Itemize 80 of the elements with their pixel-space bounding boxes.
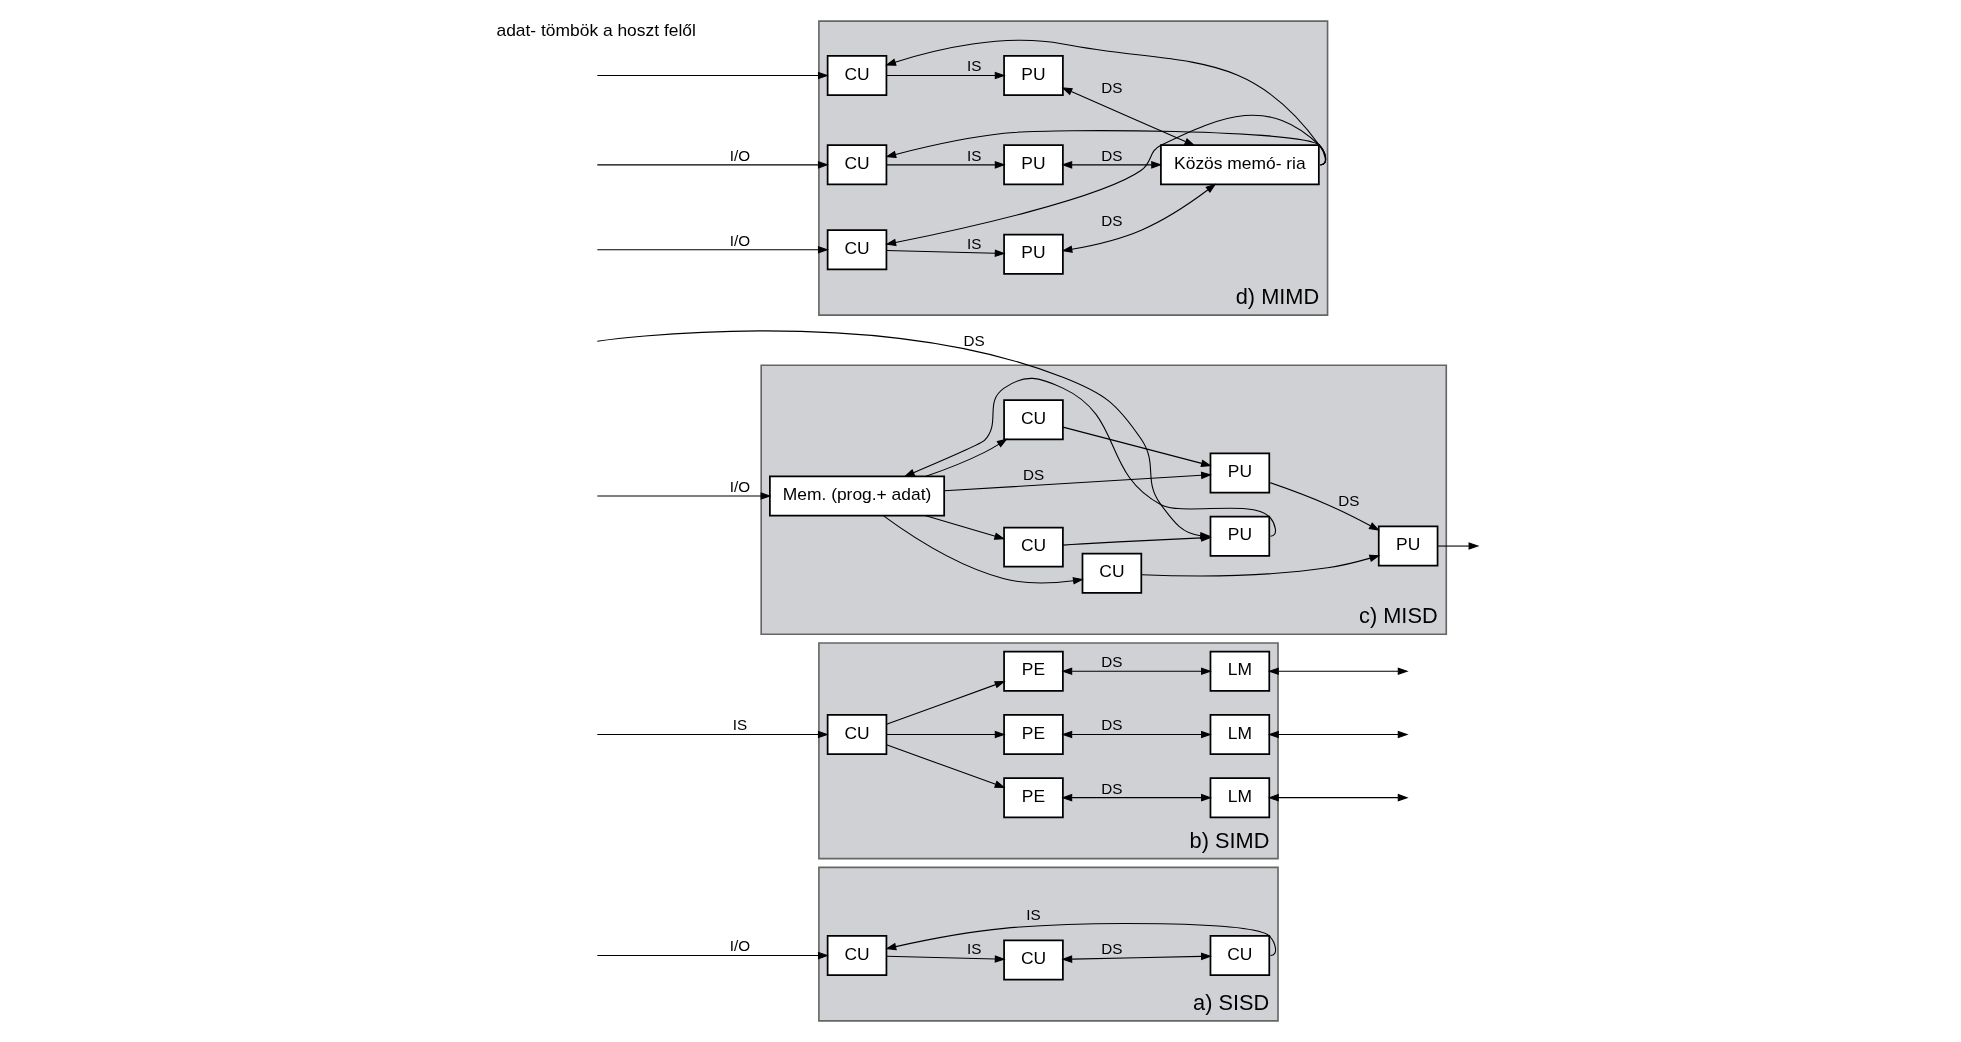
- arrow: [596, 246, 829, 254]
- node-box: CU: [1003, 939, 1064, 981]
- node-box: PU: [1377, 525, 1439, 567]
- edge-label: IS: [966, 939, 982, 957]
- arrow: [596, 161, 829, 169]
- edge-label: I/O: [729, 146, 751, 164]
- node-box: PE: [1003, 714, 1064, 755]
- node-box: PU: [1003, 144, 1064, 186]
- edge-label: DS: [1022, 465, 1045, 483]
- node-box: PE: [1003, 650, 1064, 692]
- node-box: LM: [1209, 714, 1271, 755]
- edge-label: I/O: [729, 937, 751, 955]
- arrow: [1268, 481, 1380, 531]
- edge-label: IS: [1026, 905, 1041, 923]
- arrow: [1267, 730, 1409, 739]
- edge-label: DS: [1101, 779, 1123, 797]
- node-box: LM: [1209, 650, 1271, 692]
- arrow: [903, 377, 1277, 537]
- node-box: CU: [1209, 935, 1271, 977]
- node-box: PU: [1003, 233, 1064, 275]
- arrow: [1437, 542, 1480, 550]
- arrow: [924, 515, 1006, 540]
- arrow: [885, 161, 1006, 169]
- arrow: [1061, 667, 1212, 676]
- edge-label: DS: [1101, 146, 1123, 164]
- node-box: PE: [1003, 777, 1064, 819]
- node-box: CU: [826, 935, 888, 977]
- arrow: [1141, 554, 1381, 577]
- arrow: [596, 71, 829, 80]
- edge-label: DS: [963, 331, 985, 349]
- arrow: [885, 249, 1006, 258]
- node-box: CU: [1081, 552, 1143, 594]
- edge-label: DS: [1101, 939, 1123, 957]
- node-box: CU: [1003, 526, 1064, 568]
- arrow: [882, 515, 1084, 585]
- edge-label: I/O: [729, 231, 751, 249]
- edge-label: I/O: [729, 477, 751, 495]
- edge-label: DS: [1101, 212, 1123, 230]
- arrow: [885, 130, 1327, 166]
- node-box: CU: [826, 229, 888, 271]
- node-box: CU: [826, 144, 888, 186]
- arrow: [925, 438, 1008, 477]
- arrow: [1267, 667, 1409, 676]
- node-box: PU: [1003, 55, 1064, 96]
- arrow: [596, 730, 829, 739]
- node-box: CU: [1003, 399, 1064, 441]
- edge-label: IS: [732, 716, 748, 734]
- arrow: [1062, 426, 1212, 467]
- arrow: [1061, 161, 1163, 169]
- arrow: [1061, 952, 1212, 963]
- node-box: CU: [826, 55, 888, 96]
- arrow: [885, 955, 1006, 963]
- arrow: [1061, 87, 1196, 146]
- arrow: [596, 492, 772, 500]
- edge-label: DS: [1101, 79, 1123, 97]
- arrow: [885, 730, 1006, 739]
- arrow: [1267, 793, 1409, 802]
- node-box: Mem. (prog.+ adat): [769, 475, 946, 517]
- arrow: [885, 114, 1327, 247]
- node-box: Közös memó- ria: [1160, 144, 1320, 186]
- arrow: [885, 39, 1326, 166]
- arrow: [1061, 730, 1212, 739]
- arrow: [596, 951, 829, 960]
- node-box: CU: [826, 714, 888, 755]
- edge-label: DS: [1338, 491, 1360, 509]
- arrow: [885, 744, 1006, 788]
- label: adat- tömbök a hoszt felől: [496, 20, 696, 41]
- edge-label: IS: [966, 234, 982, 252]
- edge-label: DS: [1101, 653, 1123, 671]
- edge-label: IS: [966, 57, 982, 75]
- node-box: LM: [1209, 777, 1271, 819]
- arrow: [1061, 183, 1217, 253]
- arrow: [885, 71, 1006, 80]
- node-box: PU: [1209, 515, 1271, 557]
- edge-label: DS: [1101, 716, 1123, 734]
- arrow: [943, 471, 1212, 492]
- arrow: [1061, 793, 1212, 802]
- edge-label: IS: [966, 146, 982, 164]
- arrow: [885, 681, 1006, 725]
- node-box: PU: [1209, 452, 1271, 494]
